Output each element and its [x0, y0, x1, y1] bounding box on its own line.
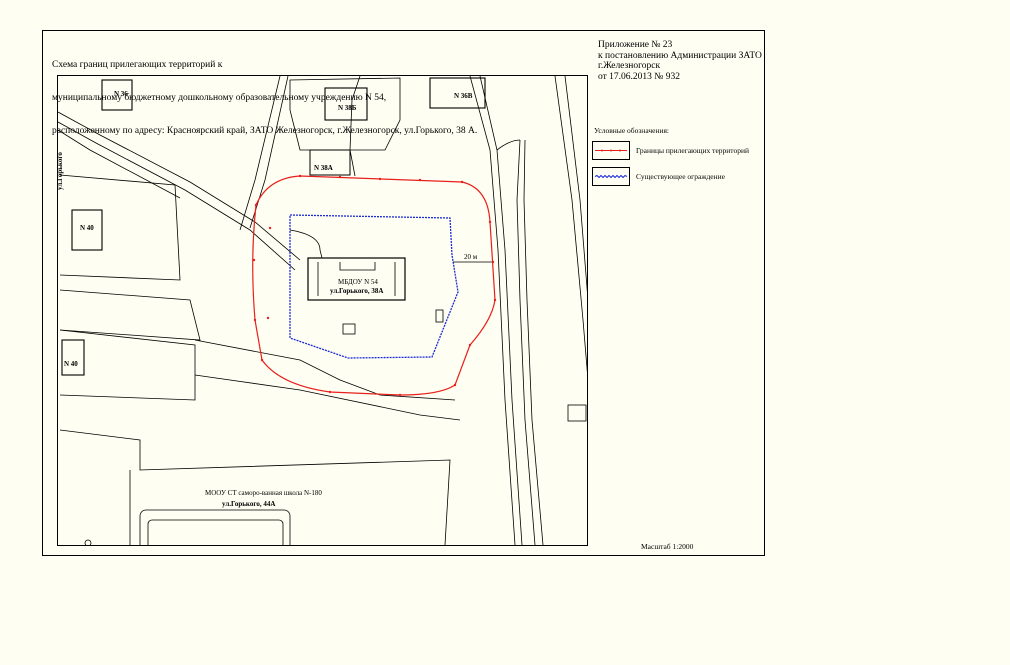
school-building: [139, 509, 291, 545]
label-n38a: N 38А: [314, 164, 333, 172]
main-building: [307, 257, 406, 301]
main-building-wing: [317, 262, 396, 296]
road-right-2: [479, 76, 523, 545]
legend-label-fence: Существующее ограждение: [636, 172, 725, 181]
small-structure: [567, 404, 587, 422]
school-building-inner: [147, 519, 284, 545]
inner-path: [289, 229, 323, 259]
label-n36v: N 36В: [454, 92, 473, 100]
label-n36: N 36: [114, 90, 128, 98]
boundary-line-swatch: [595, 149, 627, 152]
road-edge-1: [58, 111, 301, 261]
road-right-far2: [564, 76, 587, 293]
well-marker: [84, 539, 92, 545]
lot-upper: [289, 77, 401, 151]
road-upper-3: [349, 76, 361, 177]
road-horizontal-2: [194, 374, 461, 421]
label-street: ул.Горького: [56, 152, 64, 190]
shed: [435, 309, 444, 323]
road-horizontal: [194, 339, 456, 401]
road-right-far: [554, 76, 587, 373]
legend-swatch-boundary: [592, 141, 630, 160]
building-n38b: [324, 87, 368, 121]
map-frame: [57, 75, 588, 546]
appendix-line-4: от 17.06.2013 № 932: [598, 71, 680, 82]
title-line-2: муниципальному бюджетному дошкольному об…: [52, 93, 387, 103]
lot-left: [59, 174, 181, 281]
scale-label: Масштаб 1:2000: [641, 542, 694, 551]
title-line-1: Схема границ прилегающих территорий к: [52, 60, 223, 70]
legend-swatch-fence: [592, 167, 630, 186]
road-right-1: [469, 76, 516, 545]
appendix-note: Приложение № 23 к постановлению Админист…: [598, 40, 762, 82]
road-edge-2: [58, 121, 296, 271]
lot-left-3: [59, 329, 196, 401]
label-distance: 20 м: [464, 253, 478, 261]
appendix-line-1: Приложение № 23: [598, 40, 673, 50]
label-n38b: N 38Б: [338, 104, 357, 112]
map-title: Схема границ прилегающих территорий к му…: [52, 38, 477, 148]
building-n40: [71, 209, 103, 251]
appendix-line-3: г.Железногорск: [598, 61, 661, 71]
legend-title: Условные обозначения:: [594, 126, 670, 135]
fence-line-swatch: [594, 174, 628, 179]
label-n40b: N 40: [64, 360, 78, 368]
road-curve-top: [496, 139, 521, 151]
legend-label-boundary: Границы прилегающих территорий: [636, 146, 749, 155]
existing-fence: [289, 214, 459, 359]
appendix-line-2: к постановлению Администрации ЗАТО: [598, 50, 762, 61]
outbuilding: [342, 323, 356, 335]
road-edge-3: [58, 129, 181, 199]
label-school: МООУ СТ саморо-ванная школа N-180: [205, 489, 322, 497]
building-n36v: [429, 77, 486, 109]
road-right-4: [523, 139, 544, 545]
label-main-building: МБДОУ N 54: [338, 278, 378, 286]
lot-left-2: [59, 289, 201, 341]
road-upper-1: [239, 76, 281, 231]
school-lot: [59, 429, 451, 545]
building-n36: [101, 79, 133, 111]
road-right-3: [516, 139, 536, 545]
title-line-3: расположенному по адресу: Красноярский к…: [52, 126, 478, 136]
boundary-vertices: [252, 174, 497, 397]
building-n40b: [61, 339, 85, 376]
label-school-address: ул.Горького, 44А: [222, 500, 276, 508]
label-n40: N 40: [80, 224, 94, 232]
sheet-frame: [42, 30, 765, 556]
label-main-address: ул.Горького, 38А: [330, 287, 384, 295]
